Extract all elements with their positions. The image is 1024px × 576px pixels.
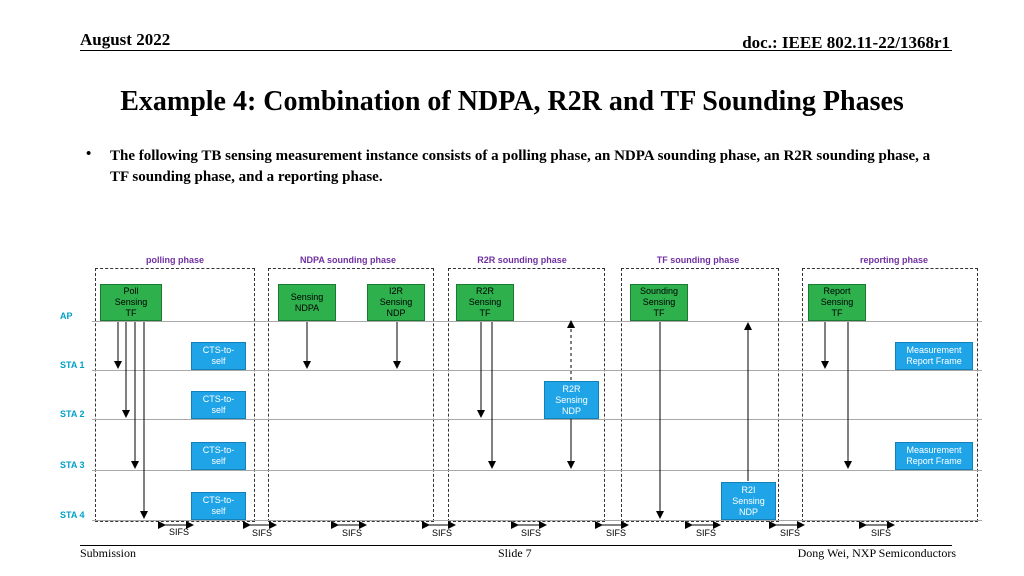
frame-sensing-ndpa: Sensing NDPA (278, 284, 336, 321)
timeline-sta2 (92, 419, 982, 420)
frame-r2r-sensing-ndp: R2R Sensing NDP (544, 381, 599, 419)
station-label-sta3: STA 3 (60, 460, 85, 470)
sifs-label: SIFS (520, 528, 541, 538)
footer-submission: Submission (80, 546, 137, 560)
phase-label-tf: TF sounding phase (656, 255, 740, 265)
sifs-label: SIFS (341, 528, 362, 538)
timeline-sta4 (92, 520, 982, 521)
station-label-sta2: STA 2 (60, 409, 85, 419)
frame-cts-to-self-sta2: CTS-to- self (191, 391, 246, 419)
phase-label-reporting: reporting phase (859, 255, 928, 265)
sifs-label: SIFS (605, 528, 626, 538)
header-doc-id: doc.: IEEE 802.11-22/1368r1 (742, 33, 950, 52)
frame-cts-to-self-sta1: CTS-to- self (191, 342, 246, 370)
sifs-label: SIFS (251, 528, 272, 538)
sifs-label: SIFS (168, 527, 189, 537)
sifs-label: SIFS (779, 528, 800, 538)
frame-cts-to-self-sta3: CTS-to- self (191, 442, 246, 470)
bullet-text: The following TB sensing measurement ins… (110, 148, 931, 185)
footer-divider (80, 545, 952, 546)
frame-sounding-sensing-tf: Sounding Sensing TF (630, 284, 688, 321)
sifs-label: SIFS (870, 528, 891, 538)
footer-author: Dong Wei, NXP Semiconductors (797, 546, 956, 560)
slide-title: Example 4: Combination of NDPA, R2R and … (120, 86, 904, 117)
sifs-label: SIFS (695, 528, 716, 538)
timeline-ap (92, 321, 982, 322)
frame-r2r-sensing-tf: R2R Sensing TF (456, 284, 514, 321)
sifs-label: SIFS (431, 528, 452, 538)
station-label-sta4: STA 4 (60, 510, 85, 520)
timeline-sta1 (92, 370, 982, 371)
phase-label-ndpa: NDPA sounding phase (299, 255, 396, 265)
phase-label-polling: polling phase (145, 255, 204, 265)
frame-r2i-sensing-ndp: R2I Sensing NDP (721, 482, 776, 520)
timeline-sta3 (92, 470, 982, 471)
footer-slide-number: Slide 7 (498, 546, 532, 560)
frame-poll-sensing-tf: Poll Sensing TF (100, 284, 162, 321)
bullet-marker: • (86, 146, 92, 162)
header-divider (80, 50, 952, 51)
station-label-ap: AP (60, 311, 73, 321)
phase-label-r2r: R2R sounding phase (477, 255, 567, 265)
frame-measurement-report-sta1: Measurement Report Frame (895, 342, 973, 370)
header-date: August 2022 (80, 30, 171, 49)
station-label-sta1: STA 1 (60, 360, 85, 370)
frame-cts-to-self-sta4: CTS-to- self (191, 492, 246, 520)
frame-i2r-sensing-ndp: I2R Sensing NDP (367, 284, 425, 321)
frame-report-sensing-tf: Report Sensing TF (808, 284, 866, 321)
frame-measurement-report-sta3: Measurement Report Frame (895, 442, 973, 470)
